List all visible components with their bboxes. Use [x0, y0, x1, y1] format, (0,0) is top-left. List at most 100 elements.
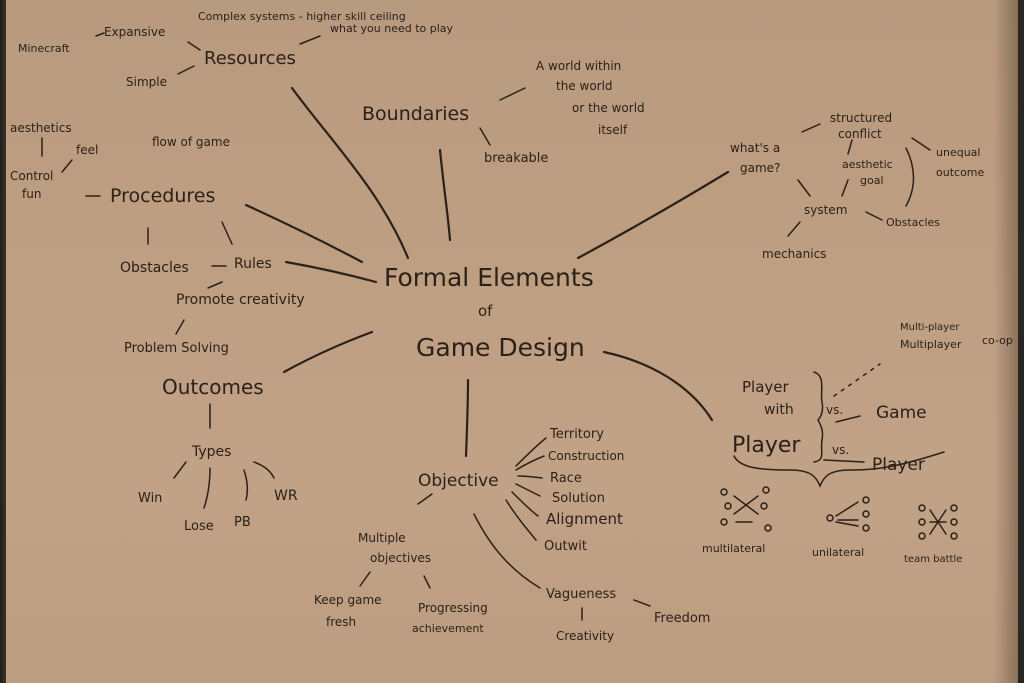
game-unequal-2: outcome — [936, 166, 985, 179]
resources-expansive: Expansive — [104, 25, 165, 39]
game-mechanics: mechanics — [762, 247, 826, 261]
procedures-aesthetics: aesthetics — [10, 121, 72, 135]
link-multiple-progress — [423, 575, 431, 589]
center-title-line2: of — [478, 302, 493, 320]
players-vs-2: vs. — [832, 443, 849, 457]
players-player-big: Player — [732, 433, 801, 458]
center-node: Formal Elements of Game Design — [384, 263, 594, 362]
kraft-paper-sheet — [6, 0, 1018, 683]
link-center-procedures — [244, 203, 364, 264]
players-with-2: with — [764, 402, 794, 418]
boundaries-or-world-1: or the world — [572, 101, 645, 115]
link-rules-promote — [207, 281, 223, 289]
link-structured-unequal — [911, 137, 931, 151]
boundaries-breakable: breakable — [484, 151, 548, 166]
link-game-structured — [801, 123, 821, 133]
resources-what-you-need: what you need to play — [330, 22, 454, 35]
game-aesthetic-1: aesthetic — [842, 158, 893, 171]
game-system: system — [804, 203, 847, 217]
link-boundaries-world — [499, 87, 526, 101]
players-cluster: Multi-player Multiplayer co-op Player wi… — [732, 322, 1013, 475]
multilateral-sketch: multilateral — [702, 486, 772, 555]
center-title-line1: Formal Elements — [384, 263, 594, 292]
link-objective-outwit — [505, 499, 537, 541]
resources-cluster: Resources Minecraft Expansive Complex sy… — [18, 10, 454, 89]
link-multiplayer-dots — [833, 363, 881, 397]
center-title-line3: Game Design — [416, 333, 585, 362]
objective-progress-2: achievement — [412, 622, 484, 635]
players-multi-1: Multi-player — [900, 322, 960, 333]
link-boundaries-breakable — [479, 127, 491, 146]
link-system-mechanics — [787, 221, 801, 237]
link-center-resources — [290, 86, 410, 260]
players-with-1: Player — [742, 378, 790, 396]
outcomes-types: Types — [191, 444, 231, 460]
link-objective-solution — [515, 483, 541, 497]
boundaries-title: Boundaries — [362, 103, 469, 125]
procedures-promote: Promote creativity — [176, 292, 305, 308]
sketch-label-multilateral: multilateral — [702, 542, 765, 555]
outcomes-wr: WR — [274, 488, 298, 504]
procedures-flow: flow of game — [152, 135, 230, 149]
procedures-problem-solving: Problem Solving — [124, 341, 229, 356]
resources-minecraft: Minecraft — [18, 42, 70, 55]
players-vs-1: vs. — [826, 403, 843, 417]
link-vs-player — [823, 459, 865, 463]
link-resources-needed — [299, 35, 321, 45]
procedures-feel: feel — [76, 143, 98, 157]
link-objective-alignment — [511, 491, 539, 517]
players-left-brace — [813, 371, 824, 463]
players-multi-2: Multiplayer — [900, 338, 962, 351]
procedures-control: Control — [10, 169, 53, 183]
resources-title: Resources — [204, 48, 296, 69]
link-procedures-rules — [221, 221, 233, 245]
objective-territory: Territory — [549, 427, 604, 442]
link-minecraft-expansive — [95, 32, 105, 37]
link-control-feel — [61, 159, 73, 173]
game-structured-2: conflict — [838, 127, 882, 141]
link-types-lose — [203, 467, 211, 509]
sketch-label-unilateral: unilateral — [812, 546, 864, 559]
sketch-label-team-battle: team battle — [904, 554, 962, 565]
players-player-right: Player — [872, 455, 925, 475]
outcomes-pb: PB — [234, 515, 251, 530]
objective-alignment: Alignment — [546, 510, 623, 528]
link-center-players — [602, 350, 714, 422]
link-game-system — [797, 179, 811, 197]
link-objective-vagueness — [473, 513, 541, 589]
bracket-conflict-goal — [905, 147, 915, 207]
link-objective-multiple — [417, 493, 433, 505]
link-vagueness-freedom — [633, 599, 651, 607]
objective-multiple-1: Multiple — [358, 531, 406, 545]
link-structured-aesthetic — [847, 139, 853, 155]
link-types-pb — [243, 469, 249, 501]
link-types-win — [173, 461, 187, 479]
link-vs-game — [835, 415, 861, 423]
outcomes-title: Outcomes — [162, 375, 264, 399]
connectors — [41, 32, 945, 621]
procedures-cluster: Procedures aesthetics feel flow of game … — [10, 121, 305, 356]
procedures-title: Procedures — [110, 185, 215, 207]
objective-multiple-2: objectives — [370, 551, 431, 565]
boundaries-world-within-2: the world — [556, 79, 613, 93]
link-center-objective — [464, 378, 470, 458]
objective-keep-2: fresh — [326, 615, 356, 629]
unilateral-sketch: unilateral — [812, 496, 870, 559]
outcomes-win: Win — [138, 491, 162, 506]
game-unequal-1: unequal — [936, 146, 980, 159]
procedures-obstacles: Obstacles — [120, 260, 189, 276]
whats-a-game-cluster: what's a game? structured conflict aesth… — [730, 111, 985, 261]
procedures-rules: Rules — [234, 256, 272, 272]
procedures-fun: fun — [22, 187, 41, 201]
link-resources-simple — [177, 65, 195, 75]
players-coop: co-op — [982, 334, 1013, 347]
link-center-boundaries — [438, 148, 452, 242]
players-bottom-brace — [733, 451, 945, 489]
link-promote-problem — [175, 319, 185, 335]
team-battle-sketch: team battle — [904, 504, 962, 565]
objective-keep-1: Keep game — [314, 593, 382, 607]
outcomes-cluster: Outcomes Types Win Lose PB WR — [138, 375, 298, 534]
objective-race: Race — [550, 471, 582, 486]
game-question-2: game? — [740, 161, 780, 175]
